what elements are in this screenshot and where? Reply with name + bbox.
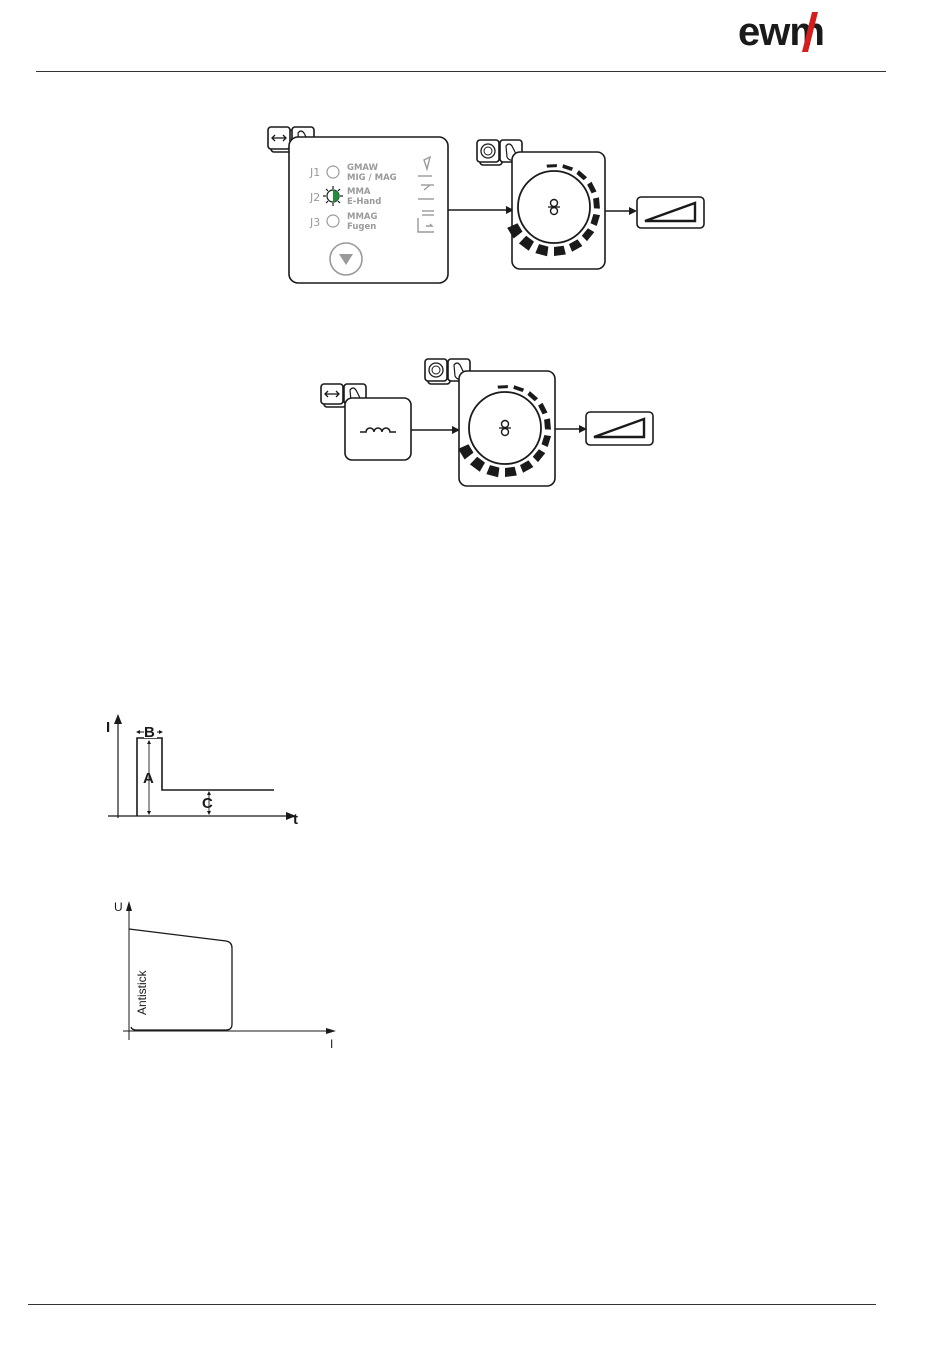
job-panel	[289, 137, 448, 283]
label-c: C	[202, 795, 213, 812]
job-label2-j1: MIG / MAG	[347, 173, 397, 183]
label-a: A	[143, 770, 154, 787]
antistick-graph: U I Antistick	[108, 895, 348, 1055]
footer-rule	[28, 1304, 876, 1305]
job-label2-j3: Fugen	[347, 222, 376, 232]
job-id-j1: J1	[309, 166, 320, 179]
ramp-triangle-icon-2	[586, 412, 653, 445]
label-b: B	[144, 724, 155, 741]
down-button[interactable]	[330, 243, 362, 275]
dial-scale-segment	[498, 385, 508, 389]
ramp-triangle-icon	[637, 197, 704, 228]
job-led-j3	[327, 215, 339, 227]
job-label2-j2: E-Hand	[347, 197, 381, 207]
y-axis-label: U	[114, 900, 123, 914]
x-axis-label: I	[330, 1037, 333, 1051]
function-panel	[345, 398, 411, 460]
dial-scale-segment	[593, 197, 600, 208]
job-label1-j2: MMA	[347, 187, 371, 197]
job-selection-diagram: J1 GMAW MIG / MAG J2 MMA E-Hand	[0, 0, 950, 520]
job-id-j2: J2	[309, 191, 320, 204]
job-label1-j3: MMAG	[347, 212, 377, 222]
job-label1-j1: GMAW	[347, 163, 379, 173]
antistick-label: Antistick	[135, 969, 149, 1015]
hotstart-graph: I t A B C	[100, 710, 320, 830]
x-axis-label: t	[293, 811, 298, 828]
y-axis-label: I	[106, 719, 110, 736]
job-id-j3: J3	[309, 216, 320, 229]
job-led-j1	[327, 166, 339, 178]
dial-scale-segment	[544, 418, 551, 429]
dial-scale-segment	[547, 164, 557, 168]
